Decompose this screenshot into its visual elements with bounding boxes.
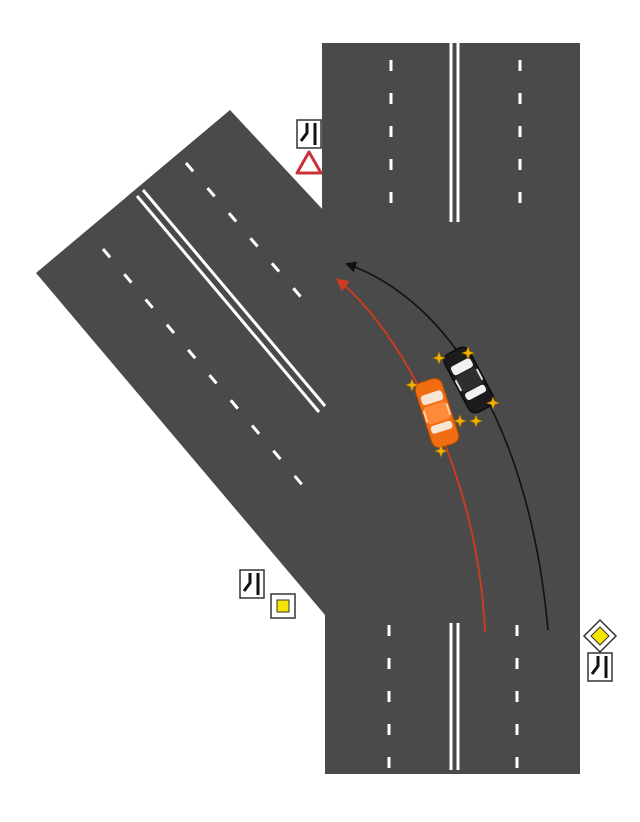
road-direction-plate-icon — [295, 118, 323, 150]
red-car — [414, 377, 460, 449]
warning-triangle-icon — [295, 150, 323, 175]
main-road — [322, 43, 580, 774]
main-road-markings — [387, 43, 522, 770]
side-double-line-b — [141, 189, 327, 407]
road-surface — [36, 43, 580, 774]
yield-sign-group — [295, 118, 323, 175]
side-road-markings — [101, 162, 327, 488]
yellow-square-icon — [270, 593, 296, 619]
main-road-sign-bottom-right — [582, 618, 618, 683]
road-direction-plate-icon — [586, 651, 614, 683]
side-road — [36, 110, 360, 615]
side-double-line-a — [135, 195, 321, 413]
black-car — [443, 346, 495, 414]
main-road-sign-bottom-left — [238, 568, 296, 619]
road-direction-plate-icon — [238, 568, 266, 600]
